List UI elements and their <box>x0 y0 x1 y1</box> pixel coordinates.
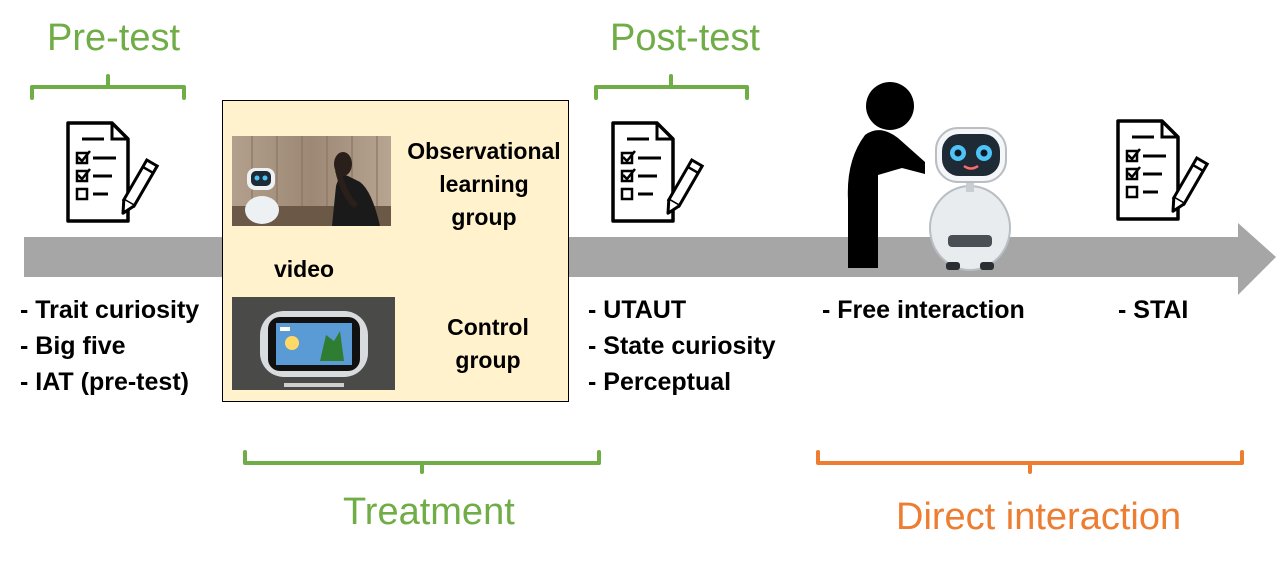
direct-interaction-title: Direct interaction <box>896 496 1182 538</box>
measure-item: - Perceptual <box>588 368 732 396</box>
treatment-title: Treatment <box>343 491 515 533</box>
group-label-line: learning <box>439 171 529 197</box>
pretest-measures: - Trait curiosity - Big five - IAT (pre-… <box>20 292 199 400</box>
questionnaire-icon <box>611 121 704 223</box>
stai-label: - STAI <box>1118 296 1189 324</box>
posttest-bracket <box>594 74 749 100</box>
pretest-bracket <box>30 74 186 100</box>
direct-bracket <box>816 450 1244 474</box>
group-label-line: Observational <box>407 138 561 164</box>
measure-item: - Trait curiosity <box>20 296 200 324</box>
measure-item: - Big five <box>20 332 126 360</box>
control-video-thumbnail <box>232 297 395 390</box>
free-interaction-label: - Free interaction <box>822 296 1025 324</box>
control-group-label: Control group <box>408 311 568 377</box>
measure-item: - IAT (pre-test) <box>20 368 189 396</box>
treatment-box: Observational learning group Control gro… <box>222 100 569 402</box>
observational-group-label: Observational learning group <box>399 135 569 234</box>
questionnaire-icon <box>1116 119 1209 221</box>
questionnaire-icon <box>66 121 159 223</box>
video-label: video <box>274 256 335 282</box>
posttest-title: Post-test <box>610 17 760 59</box>
group-label-line: group <box>455 347 521 373</box>
treatment-bracket <box>243 450 601 474</box>
timeline-arrow <box>24 223 1276 295</box>
measure-item: - State curiosity <box>588 332 776 360</box>
group-label-line: group <box>451 204 517 230</box>
observational-video-thumbnail <box>232 136 391 226</box>
pretest-title: Pre-test <box>47 17 181 59</box>
robot-icon <box>929 127 1011 271</box>
posttest-measures: - UTAUT - State curiosity - Perceptual <box>588 292 776 400</box>
group-label-line: Control <box>447 314 529 340</box>
person-icon <box>847 82 925 268</box>
measure-item: - UTAUT <box>588 296 687 324</box>
